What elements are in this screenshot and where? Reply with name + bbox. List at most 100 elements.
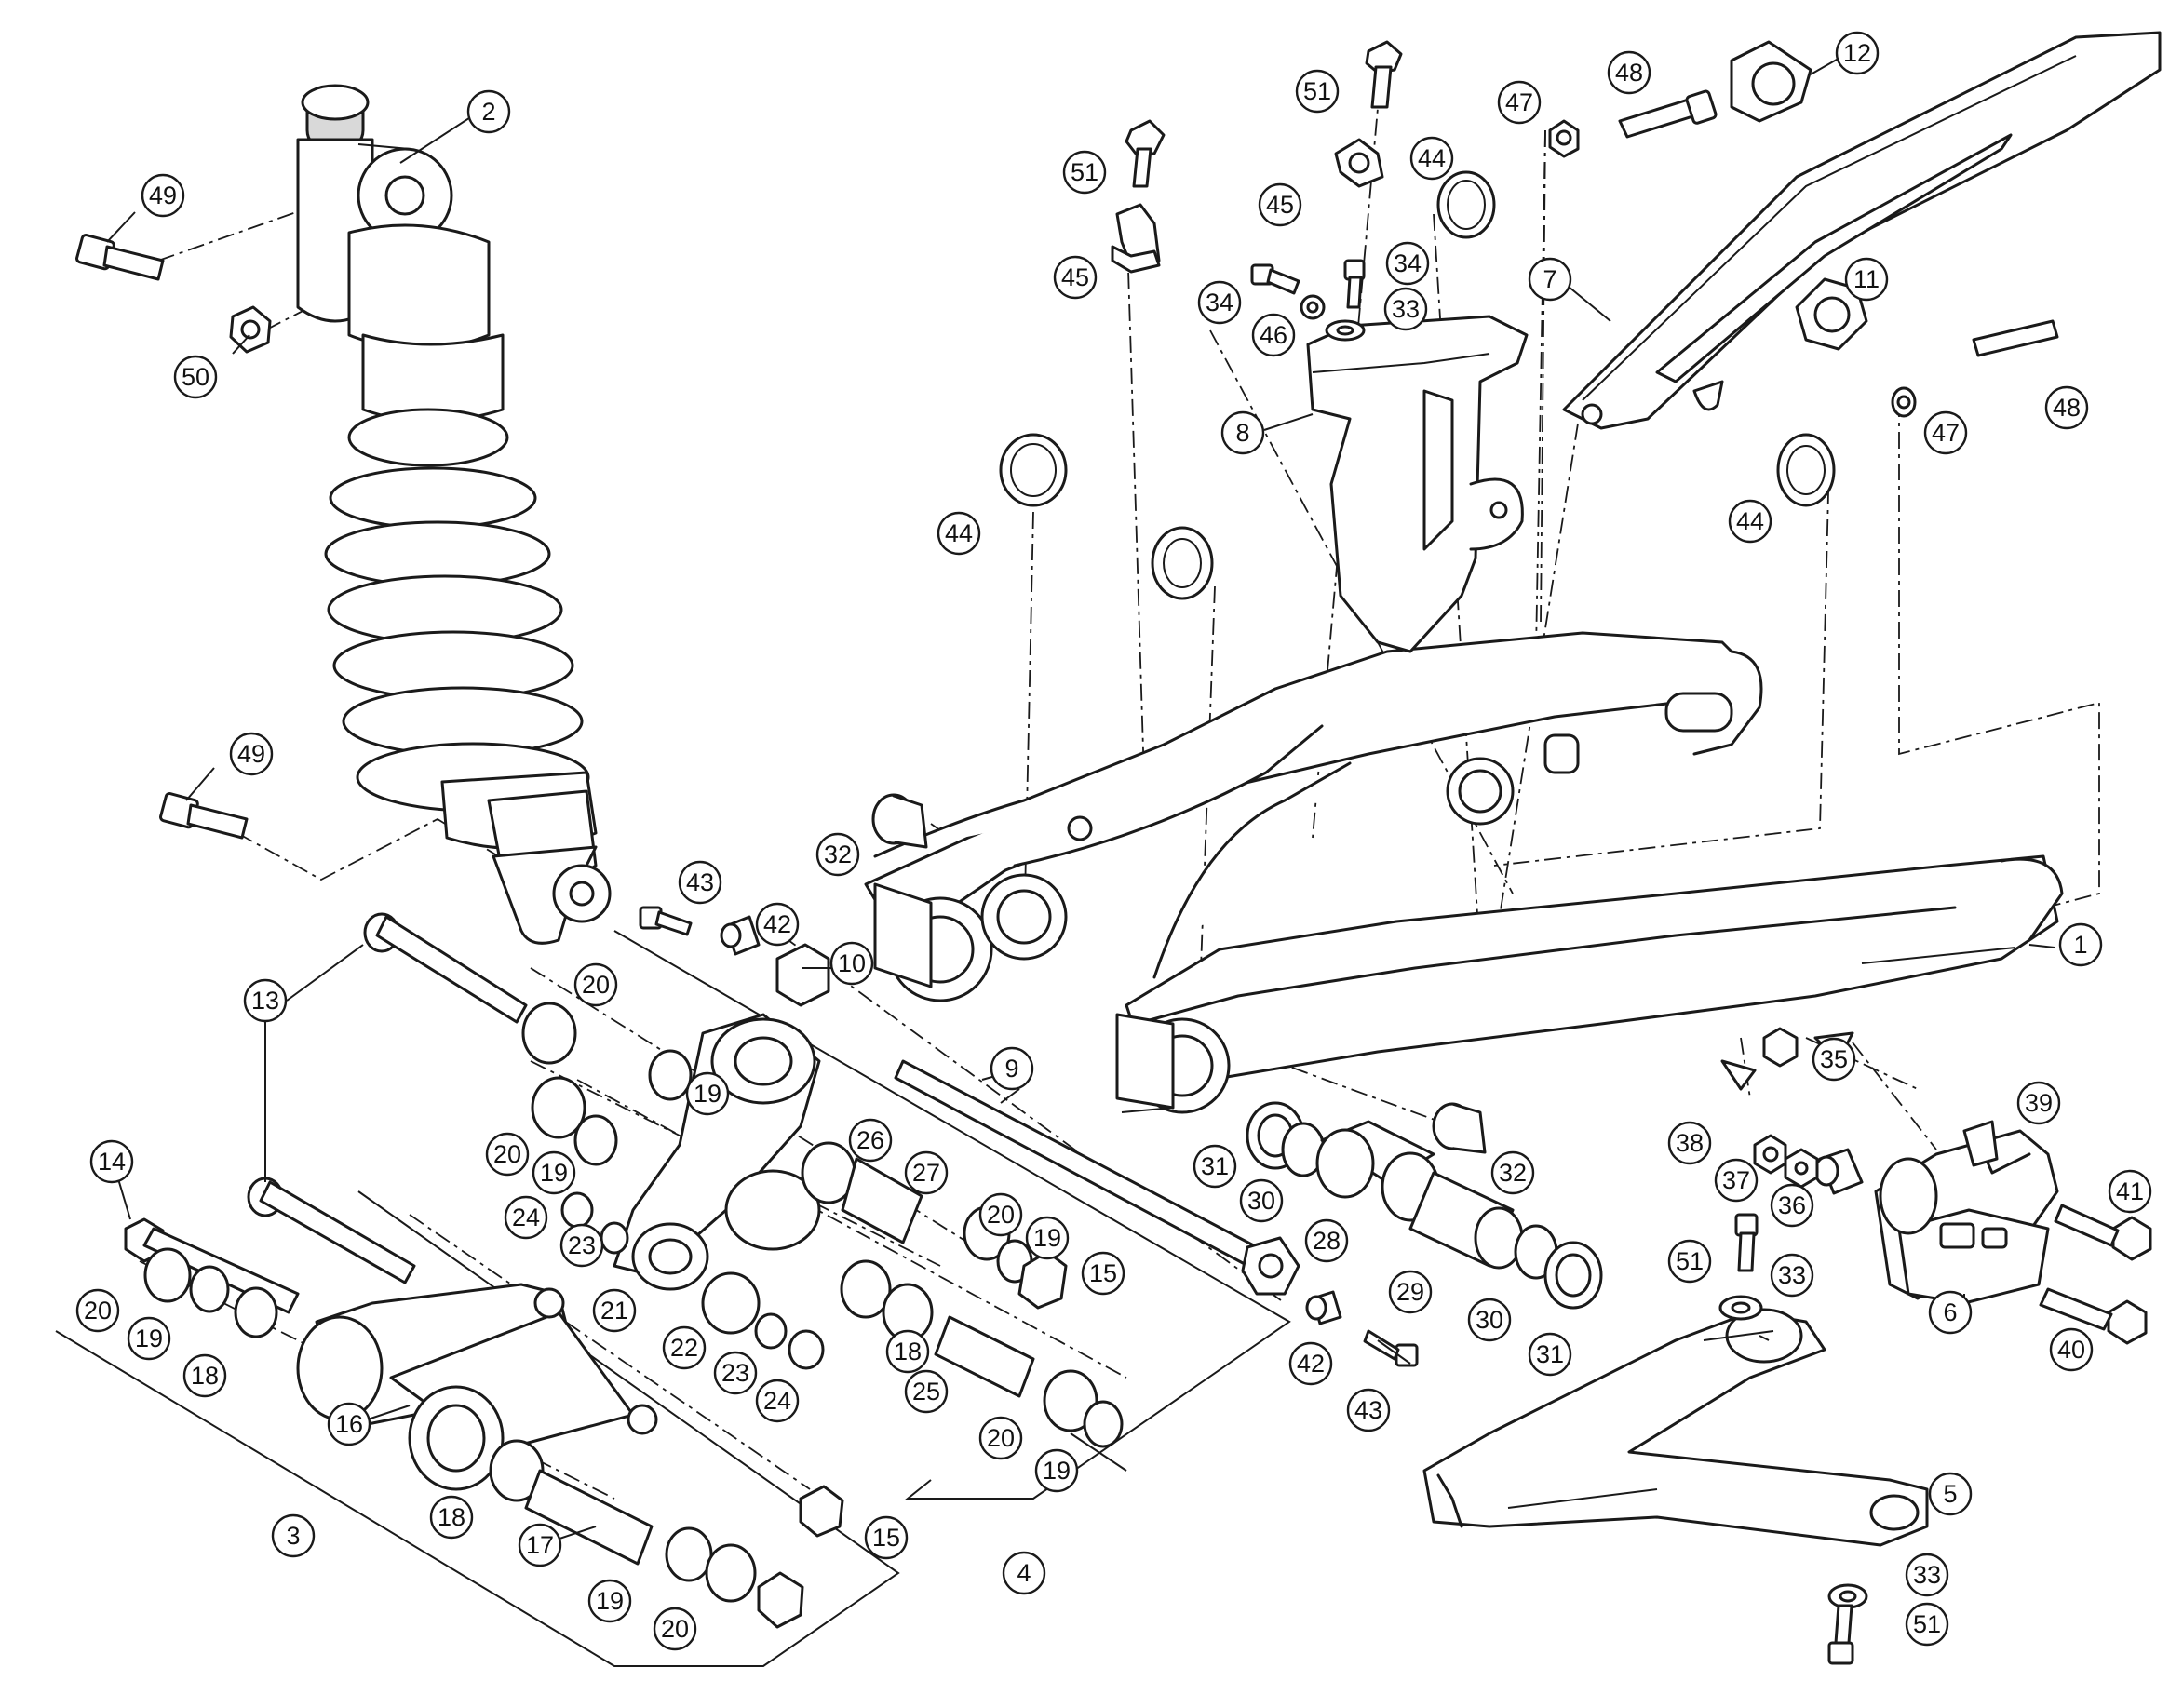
callout-circle [587,1579,632,1623]
callout-number: 51 [1676,1247,1704,1275]
callout-51: 51 [1062,150,1107,195]
callout-number: 14 [98,1148,126,1176]
callout-circle [1251,313,1296,357]
callout-number: 7 [1543,265,1556,293]
callout-number: 20 [661,1615,689,1643]
callout-20: 20 [573,962,618,1007]
callout-30: 30 [1467,1298,1512,1342]
plug-44-right [1776,433,1836,507]
bolt-51-upper-left [1125,119,1166,188]
callout-circle [1025,1216,1070,1260]
callout-circle [1667,1121,1712,1165]
callout-number: 44 [945,519,973,547]
callout-number: 46 [1260,321,1287,349]
callout-43: 43 [1346,1388,1391,1432]
clip-45-right [1334,138,1384,188]
callout-number: 41 [2116,1177,2144,1205]
mud-flap [1306,315,1529,653]
bushing-32-upper [871,793,928,849]
callout-number: 51 [1071,158,1098,186]
callout-number: 28 [1313,1227,1341,1255]
callout-number: 43 [686,868,714,896]
callout-51: 51 [1295,69,1340,114]
callout-circle [904,1369,949,1414]
callout-circle [1928,1472,1973,1516]
callout-number: 4 [1017,1559,1031,1587]
callout-21: 21 [592,1288,637,1333]
chain-guard [1562,31,2162,430]
callout-circle [678,860,722,905]
callout-32: 32 [1490,1150,1535,1195]
callout-number: 45 [1266,191,1294,219]
callout-31: 31 [1528,1332,1572,1377]
clip-45-left [1111,203,1161,274]
callout-1: 1 [2058,922,2103,967]
callout-circle [1497,80,1542,125]
callout-19: 19 [532,1150,576,1195]
callout-circle [848,1118,893,1163]
callout-50: 50 [173,355,218,399]
callout-number: 19 [694,1080,721,1108]
callout-circle [1928,1290,1973,1335]
callout-circle [243,978,288,1023]
callout-22: 22 [662,1325,707,1370]
guide-bolt-41 [2054,1204,2152,1261]
callout-38: 38 [1667,1121,1712,1165]
callout-circle [173,355,218,399]
callout-circle [1295,69,1340,114]
callout-number: 31 [1536,1340,1564,1368]
callout-circle [1220,410,1265,455]
callout-47: 47 [1923,410,1968,455]
callout-42: 42 [755,902,800,947]
shock-upper-bolt [75,234,165,281]
callout-39: 39 [2016,1081,2061,1125]
callout-number: 18 [438,1503,465,1531]
callout-12: 12 [1835,31,1880,75]
callout-circle [815,832,860,877]
callout-4: 4 [1002,1551,1046,1595]
callout-number: 39 [2025,1089,2053,1117]
callout-29: 29 [1388,1270,1433,1314]
callout-number: 24 [763,1387,791,1415]
guide-nut-35 [1762,1027,1799,1068]
callout-circle [2049,1327,2094,1372]
callout-circle [864,1515,909,1560]
callout-15: 15 [1081,1251,1125,1296]
callout-number: 47 [1505,88,1533,116]
callout-circle [978,1416,1023,1460]
bushing-32-lower [1432,1102,1487,1154]
callout-circle [990,1046,1034,1091]
callout-circle [1193,1144,1237,1189]
callout-17: 17 [518,1523,562,1567]
callout-3: 3 [271,1513,316,1558]
callout-6: 6 [1928,1290,1973,1335]
callout-circle [2044,385,2089,430]
bolt-43-upper [639,906,693,936]
callout-circle [1607,50,1651,95]
callout-circle [127,1316,171,1361]
bolt-51-low [1827,1604,1854,1665]
guide-spacer-36 [1813,1148,1864,1195]
callout-number: 32 [824,841,852,868]
callout-44: 44 [1728,499,1772,544]
adjuster-bolt-lower [1972,319,2059,357]
chain-guide [1874,1129,2059,1305]
callout-number: 20 [493,1140,521,1168]
adjuster-washer-upper [1548,119,1580,158]
callout-13: 13 [243,978,288,1023]
callout-circle [1346,1388,1391,1432]
callout-circle [904,1150,949,1195]
callout-circle [229,732,274,776]
guide-bolt-40 [2039,1287,2148,1345]
spacer-42-lower [1305,1290,1342,1325]
callout-circle [937,511,981,556]
callout-number: 20 [987,1201,1015,1229]
callout-25: 25 [904,1369,949,1414]
callout-circle [1770,1183,1814,1228]
callout-number: 50 [182,363,209,391]
callout-circle [466,89,511,134]
callout-27: 27 [904,1150,949,1195]
callout-48: 48 [1607,50,1651,95]
callout-24: 24 [504,1195,548,1240]
callout-18: 18 [885,1329,930,1374]
